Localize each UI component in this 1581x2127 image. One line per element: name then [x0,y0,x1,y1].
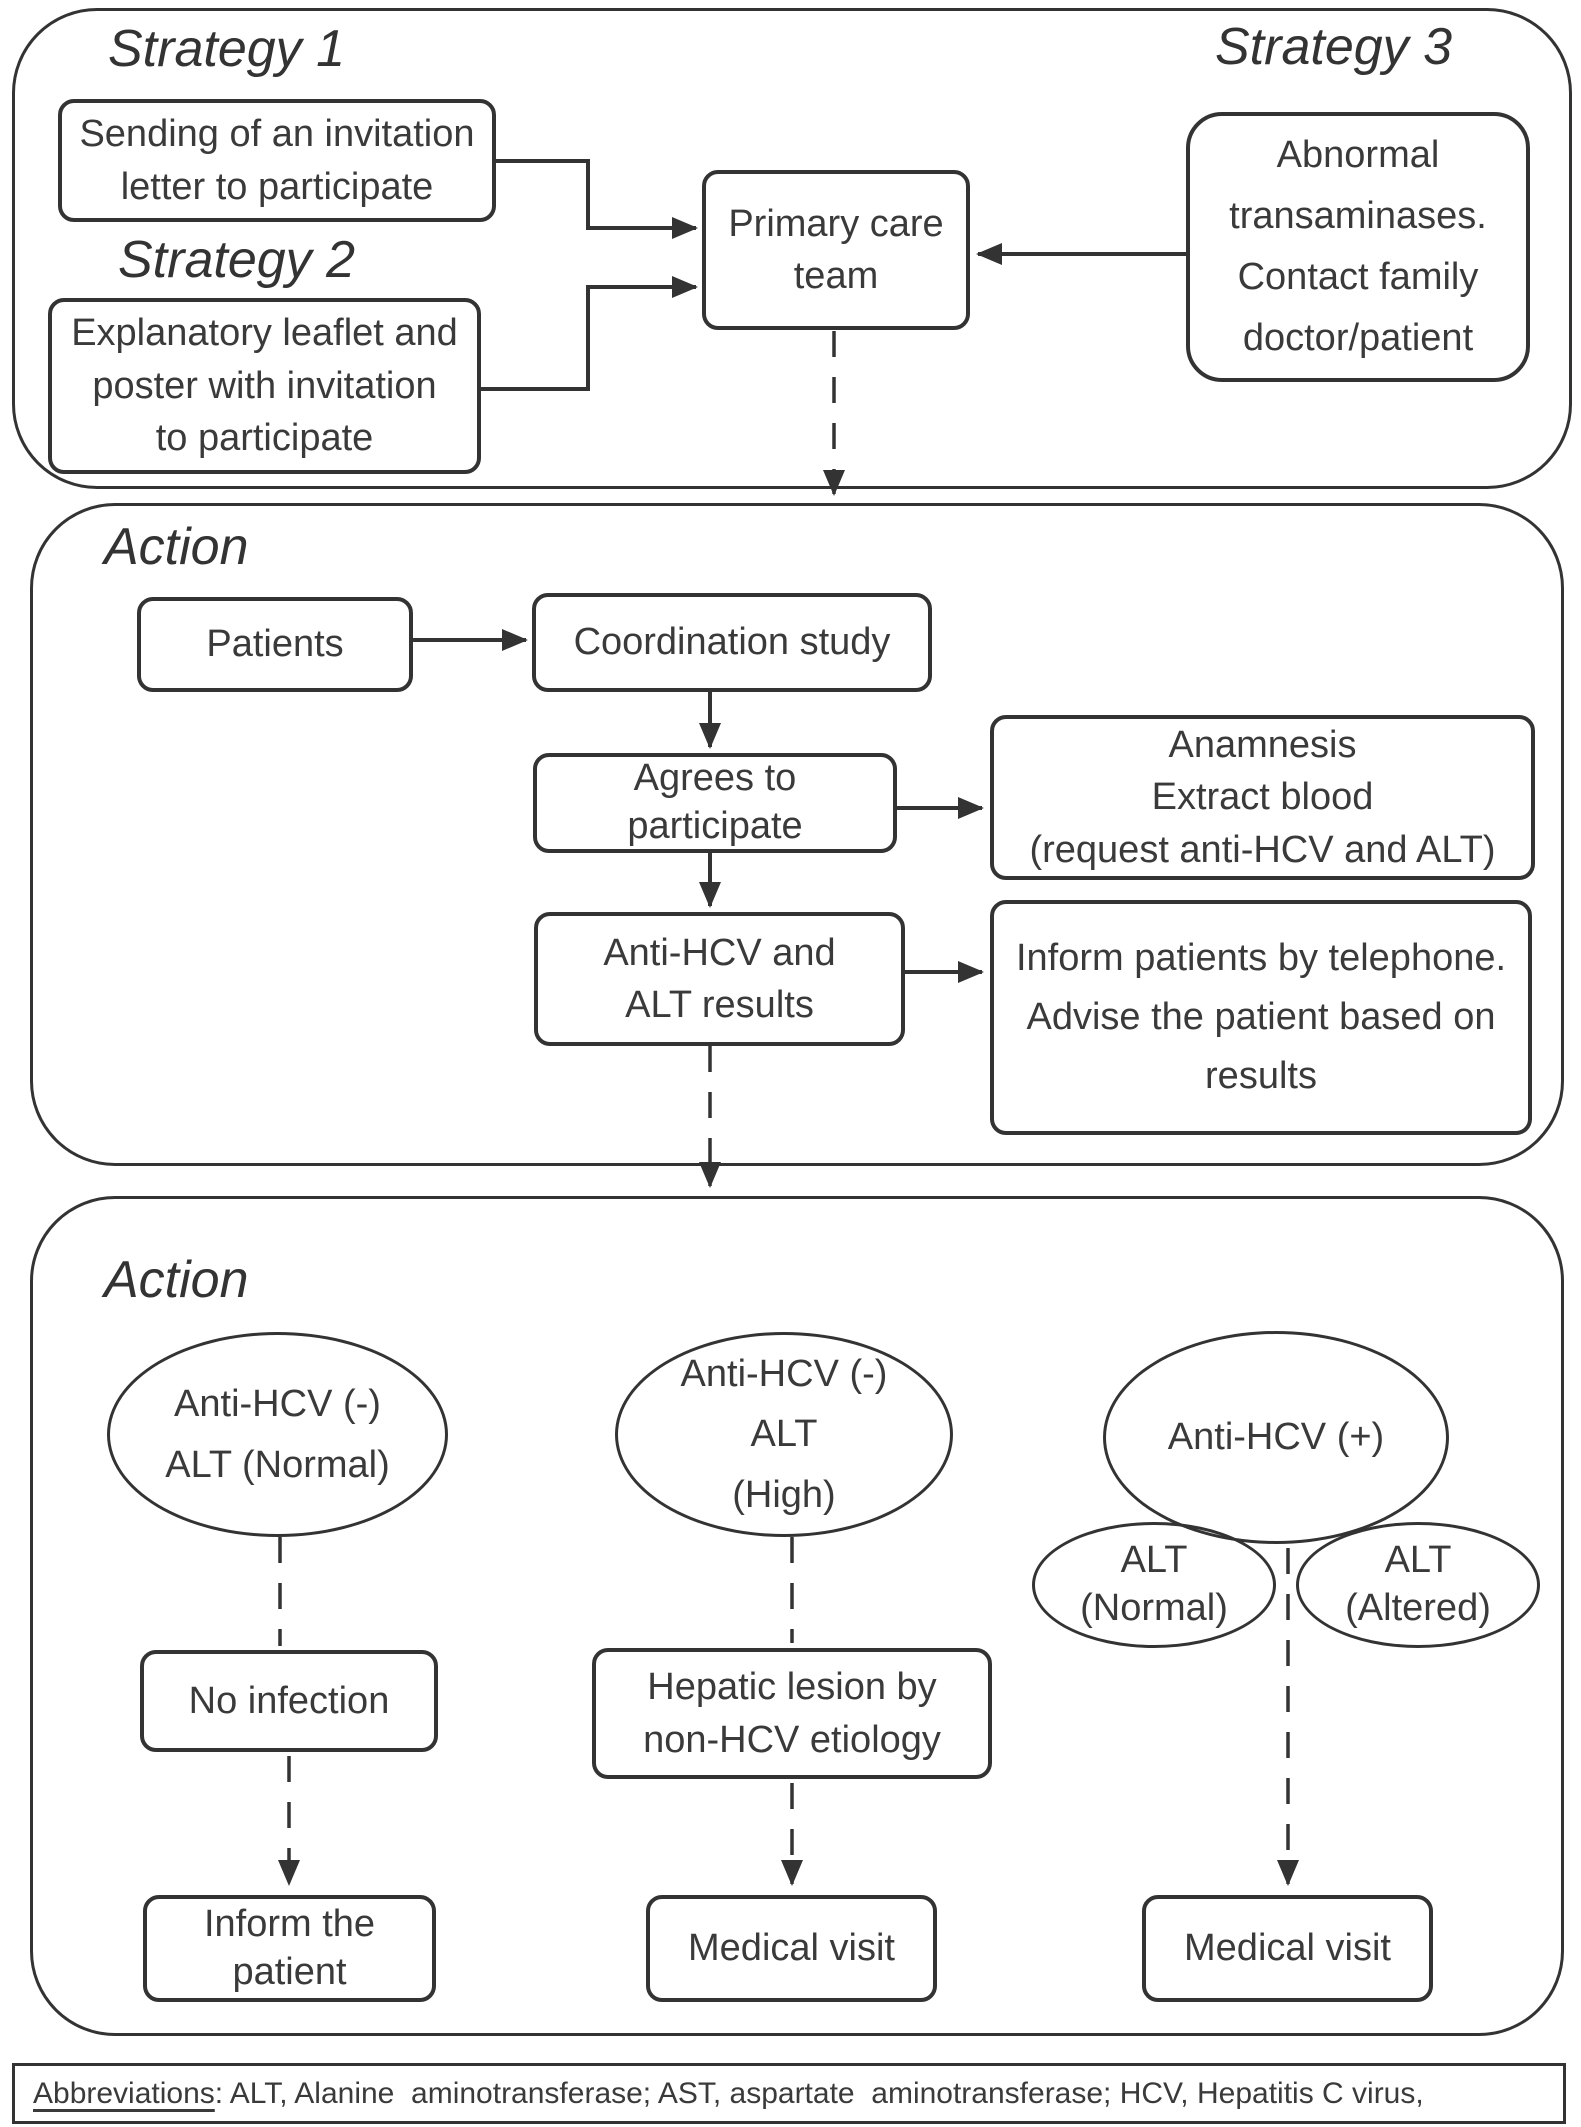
ellipse-antihcv-pos: Anti-HCV (+) [1103,1331,1449,1544]
inform-the-patient-box: Inform the patient [143,1895,436,2002]
outcome-action-section-outline [30,1196,1564,2036]
strategy3-heading: Strategy 3 [1215,18,1453,76]
strategy2-heading: Strategy 2 [118,231,356,289]
agrees-to-participate-box: Agrees to participate [533,753,897,853]
outcome-action-heading: Action [104,1251,249,1309]
ellipse-antihcv-neg-alt-high: Anti-HCV (-) ALT (High) [615,1332,953,1537]
medical-visit-center-box: Medical visit [646,1895,937,2002]
anamnesis-box: Anamnesis Extract blood (request anti-HC… [990,715,1535,880]
abbreviations-text: : ALT, Alanine aminotransferase; AST, as… [214,2076,1424,2110]
ellipse-alt-altered: ALT (Altered) [1296,1522,1540,1648]
coordination-study-box: Coordination study [532,593,932,692]
inform-by-telephone-box: Inform patients by telephone. Advise the… [990,900,1532,1135]
ellipse-antihcv-neg-alt-normal: Anti-HCV (-) ALT (Normal) [107,1332,448,1537]
patients-box: Patients [137,597,413,692]
abbreviations-label: Abbreviations [33,2076,215,2110]
hepatic-lesion-box: Hepatic lesion by non-HCV etiology [592,1648,992,1779]
medical-visit-right-box: Medical visit [1142,1895,1433,2002]
strategy1-heading: Strategy 1 [108,20,346,78]
no-infection-box: No infection [140,1650,438,1752]
screening-action-heading: Action [104,518,249,576]
strategies-section-outline [12,8,1572,489]
screening-action-section-outline [30,503,1564,1166]
ellipse-alt-normal: ALT (Normal) [1032,1522,1276,1648]
abbreviations-bar: Abbreviations: ALT, Alanine aminotransfe… [12,2063,1566,2124]
anti-hcv-alt-results-box: Anti-HCV and ALT results [534,912,905,1046]
strategy2-box: Explanatory leaflet and poster with invi… [48,298,481,474]
strategy1-box: Sending of an invitation letter to parti… [58,99,496,222]
primary-care-team-box: Primary care team [702,170,970,330]
strategy3-box: Abnormal transaminases. Contact family d… [1186,112,1530,382]
